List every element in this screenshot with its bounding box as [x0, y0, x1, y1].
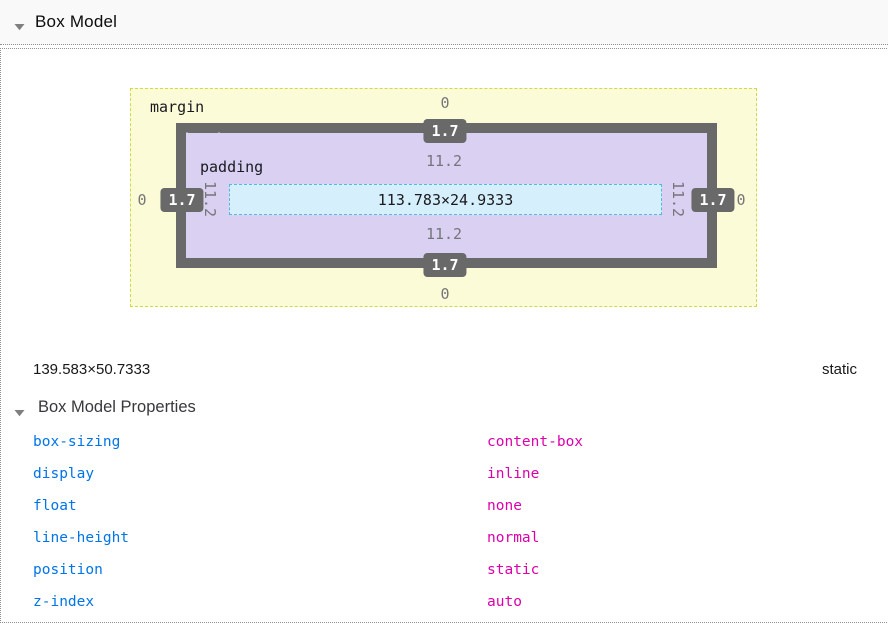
panel-title: Box Model — [35, 12, 118, 31]
property-name: display — [33, 466, 95, 482]
padding-bottom-value[interactable]: 11.2 — [425, 225, 463, 243]
property-row: line-height normal — [0, 530, 887, 550]
property-row: float none — [0, 498, 887, 518]
element-position: static — [821, 361, 857, 378]
property-row: position static — [0, 562, 887, 582]
margin-left-value[interactable]: 0 — [137, 191, 147, 209]
margin-bottom-value[interactable]: 0 — [440, 285, 450, 303]
padding-top-value[interactable]: 11.2 — [425, 152, 463, 170]
margin-label: margin — [150, 98, 205, 116]
box-model-properties-header[interactable]: Box Model Properties — [14, 398, 196, 417]
property-name: float — [33, 498, 77, 514]
border-bottom-value[interactable]: 1.7 — [423, 253, 467, 277]
content-size[interactable]: 113.783×24.9333 — [377, 190, 514, 209]
property-value: auto — [487, 594, 522, 610]
property-row: box-sizing content-box — [0, 434, 887, 454]
box-model-header[interactable]: Box Model — [0, 0, 888, 45]
margin-top-value[interactable]: 0 — [440, 94, 450, 112]
property-value: inline — [487, 466, 540, 482]
padding-label: padding — [200, 158, 264, 176]
margin-right-value[interactable]: 0 — [736, 191, 746, 209]
border-left-value[interactable]: 1.7 — [160, 188, 204, 212]
section-title: Box Model Properties — [38, 398, 196, 416]
property-value: static — [487, 562, 540, 578]
border-top-value[interactable]: 1.7 — [423, 119, 467, 143]
padding-right-value[interactable]: 11.2 — [669, 180, 687, 218]
property-value: content-box — [487, 434, 584, 450]
property-row: z-index auto — [0, 594, 887, 614]
property-name: z-index — [33, 594, 95, 610]
property-value: normal — [487, 530, 540, 546]
element-dimensions: 139.583×50.7333 — [33, 361, 151, 378]
border-region: border padding 11.2 11.2 11.2 11.2 113.7… — [176, 123, 717, 268]
property-name: position — [33, 562, 103, 578]
content-region[interactable]: 113.783×24.9333 — [229, 184, 662, 215]
property-name: line-height — [33, 530, 130, 546]
property-name: box-sizing — [33, 434, 121, 450]
property-value: none — [487, 498, 522, 514]
border-right-value[interactable]: 1.7 — [691, 188, 735, 212]
padding-region: padding 11.2 11.2 11.2 11.2 113.783×24.9… — [186, 133, 707, 258]
collapse-arrow-icon[interactable] — [14, 404, 25, 416]
margin-region: margin 0 0 0 0 border padding 11.2 11.2 … — [130, 88, 757, 307]
collapse-arrow-icon[interactable] — [14, 18, 25, 31]
padding-left-value[interactable]: 11.2 — [201, 180, 219, 218]
property-row: display inline — [0, 466, 887, 486]
